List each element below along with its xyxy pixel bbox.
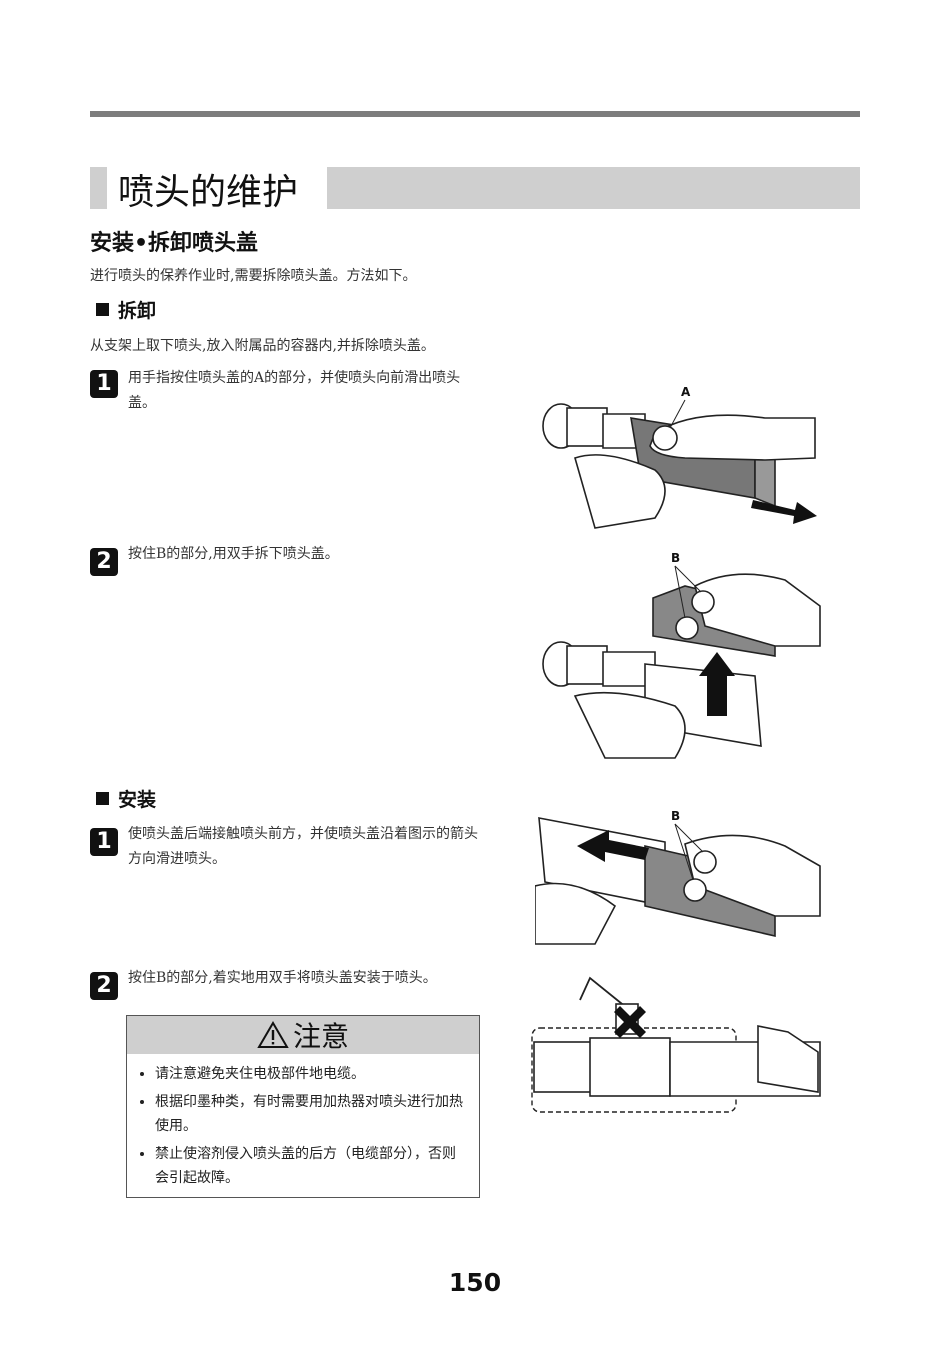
caution-item: 请注意避免夹住电极部件地电缆。 <box>155 1062 465 1086</box>
caution-header: 注意 <box>127 1016 479 1054</box>
removal-step-1-text: 用手指按住喷头盖的A的部分，并使喷头向前滑出喷头盖。 <box>128 370 461 411</box>
removal-step-2-badge: 2 <box>90 548 118 576</box>
page-title: 喷头的维护 <box>118 172 299 213</box>
square-bullet-icon <box>96 303 109 316</box>
warning-triangle-icon <box>257 1021 289 1048</box>
caution-list: 请注意避免夹住电极部件地电缆。 根据印墨种类，有时需要用加热器对喷头进行加热使用… <box>127 1054 479 1190</box>
install-step-2-text: 按住B的部分,着实地用双手将喷头盖安装于喷头。 <box>128 970 437 986</box>
install-step-1-text: 使喷头盖后端接触喷头前方，并使喷头盖沿着图示的箭头方向滑进喷头。 <box>128 826 478 867</box>
removal-step-2-figure: B <box>542 551 821 759</box>
install-step-2-badge: 2 <box>90 972 118 1000</box>
title-band <box>327 167 860 209</box>
removal-intro: 从支架上取下喷头,放入附属品的容器内,并拆除喷头盖。 <box>90 338 435 354</box>
install-heading: 安装 <box>96 785 156 812</box>
caution-box: 注意 请注意避免夹住电极部件地电缆。 根据印墨种类，有时需要用加热器对喷头进行加… <box>126 1015 480 1198</box>
section-intro: 进行喷头的保养作业时,需要拆除喷头盖。方法如下。 <box>90 268 417 284</box>
install-step-2-figure <box>531 976 821 1113</box>
section-title: 安装•拆卸喷头盖 <box>90 231 259 256</box>
removal-heading: 拆卸 <box>96 296 156 323</box>
install-step-1-badge: 1 <box>90 828 118 856</box>
page-number: 150 <box>448 1268 502 1297</box>
top-rule <box>90 111 860 117</box>
removal-step-1-badge: 1 <box>90 370 118 398</box>
title-tab <box>90 167 107 209</box>
removal-step-2-text: 按住B的部分,用双手拆下喷头盖。 <box>128 546 339 562</box>
figure-label-b: B <box>671 551 680 565</box>
figure-label-b-install: B <box>671 809 680 823</box>
install-step-1-figure: B <box>535 809 821 945</box>
caution-item: 禁止使溶剂侵入喷头盖的后方（电缆部分），否则会引起故障。 <box>155 1142 465 1190</box>
square-bullet-icon <box>96 792 109 805</box>
removal-heading-label: 拆卸 <box>118 300 157 322</box>
removal-step-1-figure: A <box>542 385 817 529</box>
caution-item: 根据印墨种类，有时需要用加热器对喷头进行加热使用。 <box>155 1090 465 1138</box>
figure-label-a: A <box>681 385 691 399</box>
caution-title: 注意 <box>292 1020 349 1053</box>
install-heading-label: 安装 <box>118 789 157 811</box>
prohibited-cross-icon <box>614 1006 646 1038</box>
page-title-bar: 喷头的维护 <box>90 167 860 213</box>
